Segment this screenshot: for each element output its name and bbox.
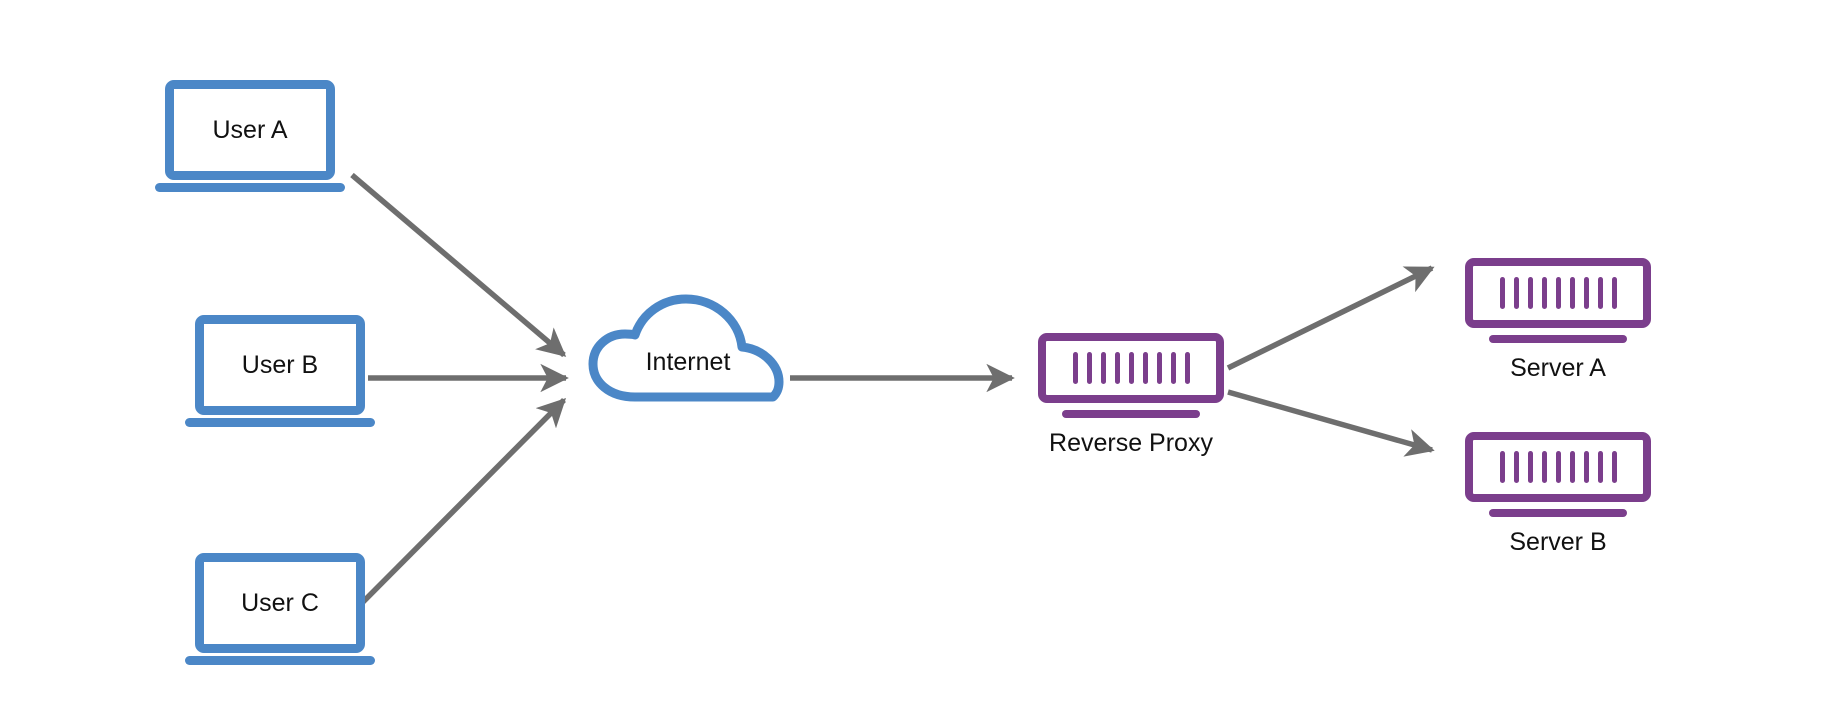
- laptop-base-icon: [185, 656, 375, 665]
- laptop-base-icon: [155, 183, 345, 192]
- server-slot-icon: [1128, 352, 1134, 384]
- server-slot-icon: [1611, 451, 1617, 483]
- server-slot-icon: [1597, 277, 1603, 309]
- server-slot-icon: [1555, 277, 1561, 309]
- connector-userc-internet: [355, 397, 567, 610]
- server-slot-icon: [1569, 451, 1575, 483]
- laptop-icon: User B: [195, 315, 365, 415]
- client-node-user-c[interactable]: User C: [185, 553, 375, 665]
- server-slot-icon: [1541, 451, 1547, 483]
- server-icon: [1465, 258, 1651, 328]
- server-slot-icon: [1086, 352, 1092, 384]
- server-slot-icon: [1072, 352, 1078, 384]
- server-base-icon: [1489, 509, 1627, 517]
- client-node-user-a[interactable]: User A: [155, 80, 345, 192]
- server-slot-icon: [1583, 277, 1589, 309]
- server-label-a: Server A: [1510, 354, 1606, 382]
- connector-proxy-serverb: [1227, 389, 1435, 457]
- server-slot-icon: [1583, 451, 1589, 483]
- client-node-user-b[interactable]: User B: [185, 315, 375, 427]
- server-base-icon: [1062, 410, 1200, 418]
- server-slot-icon: [1499, 277, 1505, 309]
- internet-node[interactable]: Internet: [583, 285, 793, 405]
- server-label-b: Server B: [1509, 528, 1607, 556]
- server-slot-icon: [1100, 352, 1106, 384]
- server-slot-icon: [1184, 352, 1190, 384]
- server-slot-icon: [1170, 352, 1176, 384]
- server-slot-icon: [1499, 451, 1505, 483]
- server-slot-icon: [1597, 451, 1603, 483]
- server-node-a[interactable]: Server A: [1465, 258, 1651, 383]
- server-slot-icon: [1114, 352, 1120, 384]
- connector-usera-internet: [350, 172, 567, 358]
- server-icon: [1465, 432, 1651, 502]
- server-icon: [1038, 333, 1224, 403]
- server-node-b[interactable]: Server B: [1465, 432, 1651, 557]
- laptop-base-icon: [185, 418, 375, 427]
- laptop-icon: User C: [195, 553, 365, 653]
- server-slot-icon: [1541, 277, 1547, 309]
- client-label-user-b: User B: [241, 350, 319, 379]
- server-base-icon: [1489, 335, 1627, 343]
- server-slot-icon: [1142, 352, 1148, 384]
- client-label-user-c: User C: [241, 588, 319, 617]
- server-slot-icon: [1569, 277, 1575, 309]
- proxy-node[interactable]: Reverse Proxy: [1038, 333, 1224, 458]
- cloud-icon: [588, 294, 784, 402]
- connector-proxy-servera: [1226, 265, 1435, 371]
- server-slot-icon: [1156, 352, 1162, 384]
- server-slot-icon: [1527, 451, 1533, 483]
- client-label-user-a: User A: [212, 115, 288, 144]
- internet-label: Internet: [645, 348, 731, 376]
- server-slot-icon: [1555, 451, 1561, 483]
- server-slot-icon: [1611, 277, 1617, 309]
- server-slot-icon: [1513, 451, 1519, 483]
- proxy-label: Reverse Proxy: [1049, 429, 1213, 457]
- server-slot-icon: [1527, 277, 1533, 309]
- server-slot-icon: [1513, 277, 1519, 309]
- laptop-icon: User A: [165, 80, 335, 180]
